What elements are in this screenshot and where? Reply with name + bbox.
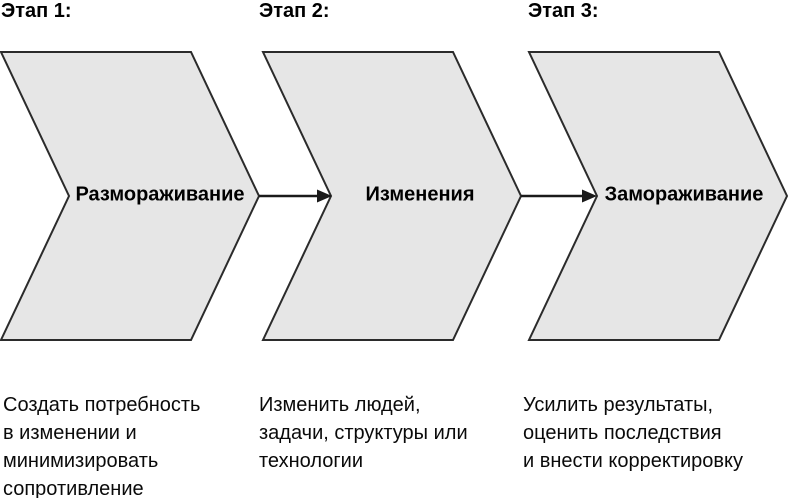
stage-1-chevron-label: Размораживание: [75, 183, 245, 206]
stage-3-chevron-label: Замораживание: [604, 183, 764, 206]
stage-1-heading: Этап 1:: [1, 0, 72, 22]
stage-1-description: Создать потребность в изменении и миними…: [3, 394, 201, 498]
stage-2-chevron-label: Изменения: [365, 183, 475, 206]
chevron-stage-1-shape: [0, 51, 261, 341]
stage-3-heading: Этап 3:: [528, 0, 599, 22]
connector-arrow-1-head-icon: [317, 189, 332, 203]
stage-2-heading: Этап 2:: [259, 0, 330, 22]
stage-2-description: Изменить людей, задачи, структуры или те…: [259, 394, 468, 472]
stage-3-description: Усилить результаты, оценить последствия …: [523, 394, 744, 472]
connector-arrow-2-head-icon: [582, 189, 597, 203]
